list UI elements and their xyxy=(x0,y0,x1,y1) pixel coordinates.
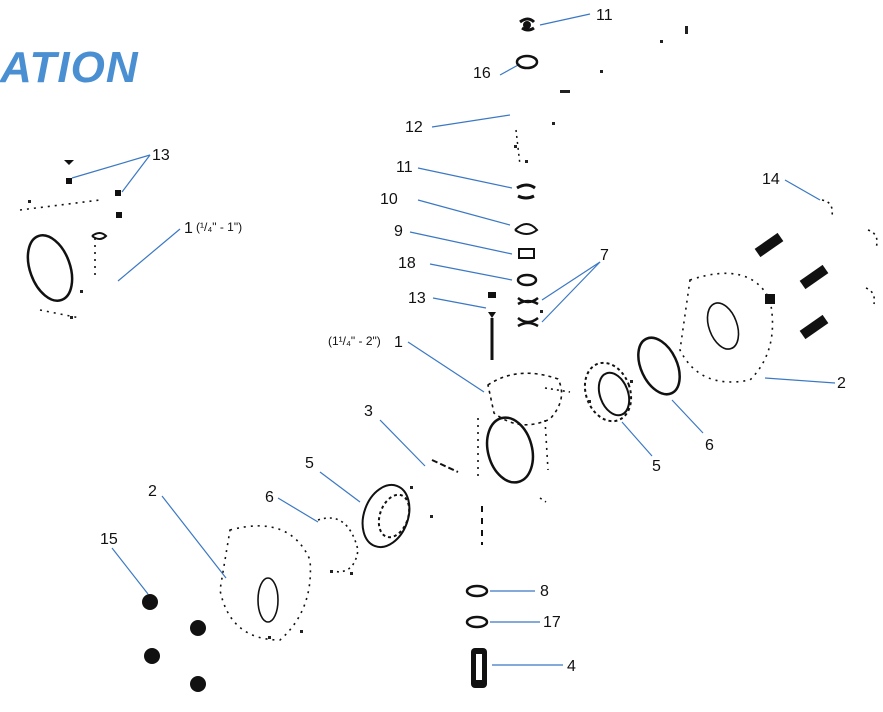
callout-1-large: 1 xyxy=(394,334,403,351)
callout-2-right: 2 xyxy=(837,375,846,392)
part-ring-6-right xyxy=(637,336,681,396)
part-diaphragm-5-right xyxy=(583,361,633,423)
part-diaphragm-5-left xyxy=(361,484,411,548)
callout-17: 17 xyxy=(543,614,561,631)
leader-lines xyxy=(71,13,836,666)
part-plug-4 xyxy=(471,648,487,688)
part-body-1-large xyxy=(477,372,571,503)
callout-7: 7 xyxy=(600,247,609,264)
callout-1-large-range: (1¹/₄" - 2") xyxy=(328,334,381,348)
part-cover-2-left xyxy=(219,525,312,641)
callout-15: 15 xyxy=(100,531,118,548)
callout-18: 18 xyxy=(398,255,416,272)
callout-14: 14 xyxy=(762,171,780,188)
callout-16: 16 xyxy=(473,65,491,82)
callout-3: 3 xyxy=(364,403,373,420)
part-body-1-small xyxy=(19,199,108,319)
part-screws-13-left xyxy=(64,160,122,218)
section-title: ATION xyxy=(0,43,139,92)
part-bolts-15 xyxy=(142,594,206,692)
part-cap-11-mid xyxy=(516,183,536,200)
part-bolts-14 xyxy=(754,199,878,340)
callout-11-mid: 11 xyxy=(396,159,413,176)
callout-10: 10 xyxy=(380,191,398,208)
part-bracket-3 xyxy=(431,459,459,473)
part-cover-2-right xyxy=(679,272,774,383)
part-seals-7 xyxy=(517,296,539,328)
callout-6-left: 6 xyxy=(265,489,274,506)
part-ring-6-left xyxy=(317,517,359,573)
part-screw-13-mid xyxy=(488,292,496,360)
callout-5-left: 5 xyxy=(305,455,314,472)
callout-13-mid: 13 xyxy=(408,290,426,307)
callout-12: 12 xyxy=(405,119,423,136)
part-ring-16 xyxy=(515,54,539,70)
callout-1-small: 1 xyxy=(184,220,193,237)
callout-1-small-range: (¹/₄" - 1") xyxy=(196,220,242,234)
callout-13-left: 13 xyxy=(152,147,170,164)
part-oring-17 xyxy=(465,615,489,629)
part-washer-10 xyxy=(514,223,539,235)
part-retainer-8 xyxy=(465,584,489,598)
part-spacer-9 xyxy=(518,248,535,259)
callout-9: 9 xyxy=(394,223,403,240)
part-cap-11-top xyxy=(519,17,536,32)
scattered-specks xyxy=(28,26,688,639)
callout-5-right: 5 xyxy=(652,458,661,475)
part-oring-18 xyxy=(516,273,538,287)
callout-11-top: 11 xyxy=(596,7,613,24)
callout-labels: 11 16 12 11 10 9 18 7 13 (1¹/₄" - 2") 1 … xyxy=(100,7,846,675)
callout-4: 4 xyxy=(567,658,576,675)
callout-8: 8 xyxy=(540,583,549,600)
callout-2-left: 2 xyxy=(148,483,157,500)
callout-6-right: 6 xyxy=(705,437,714,454)
